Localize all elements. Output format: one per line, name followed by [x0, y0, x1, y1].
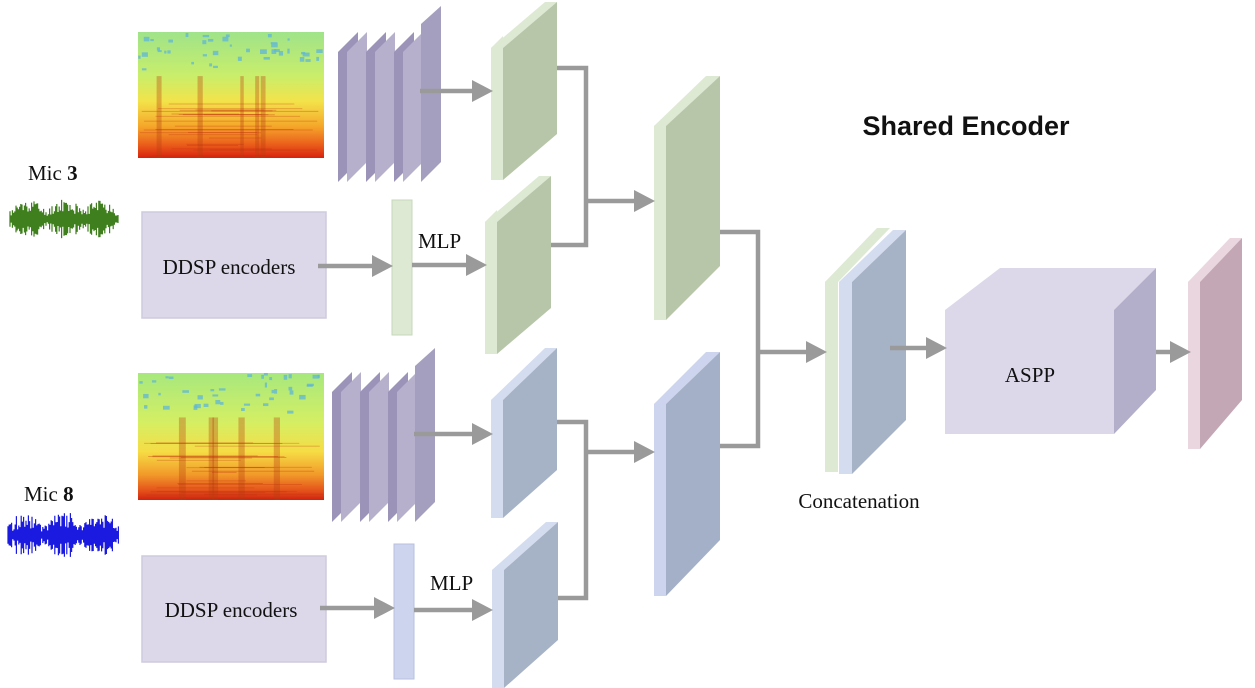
conv-stack-top	[338, 6, 441, 182]
mlp-label-top: MLP	[418, 229, 461, 253]
concatenated-feature-maps	[825, 228, 906, 474]
ddsp-encoder-top-label: DDSP encoders	[163, 255, 296, 279]
merge-bracket-bottom	[557, 419, 589, 601]
feature-map-bottom-2	[492, 522, 558, 688]
aspp-label: ASPP	[1005, 363, 1055, 387]
ddsp-encoder-bottom-label: DDSP encoders	[165, 598, 298, 622]
mic-8-number: 8	[63, 482, 74, 506]
mlp-bar-top	[391, 199, 413, 336]
output-feature-map	[1188, 238, 1242, 449]
mic-3-prefix: Mic	[28, 161, 62, 185]
merge-bracket-top	[551, 65, 589, 248]
feature-map-top-2	[485, 176, 551, 354]
mlp-label-bottom: MLP	[430, 571, 473, 595]
feature-map-top-1	[491, 2, 557, 180]
mic-3-number: 3	[67, 161, 78, 185]
mic-3-waveform	[9, 199, 119, 239]
mic-8-prefix: Mic	[24, 482, 58, 506]
mlp-bar-bottom	[393, 543, 415, 680]
feature-map-bottom-merged	[654, 352, 720, 596]
ddsp-encoder-bottom: DDSP encoders	[141, 555, 327, 663]
diagram-title: Shared Encoder	[862, 111, 1070, 141]
concatenation-label: Concatenation	[798, 489, 920, 513]
feature-map-bottom-1	[491, 348, 557, 518]
aspp-block: ASPP	[945, 268, 1156, 434]
ddsp-encoder-top: DDSP encoders	[141, 211, 327, 319]
merge-bracket-concat	[720, 229, 761, 449]
mic-3-label: Mic 3	[28, 161, 78, 185]
mic-8-label: Mic 8	[24, 482, 74, 506]
spectrogram-top	[138, 32, 324, 158]
connectors	[318, 65, 1191, 621]
spectrogram-bottom	[138, 373, 324, 500]
feature-map-top-merged	[654, 76, 720, 320]
mic-8-waveform	[7, 513, 119, 557]
